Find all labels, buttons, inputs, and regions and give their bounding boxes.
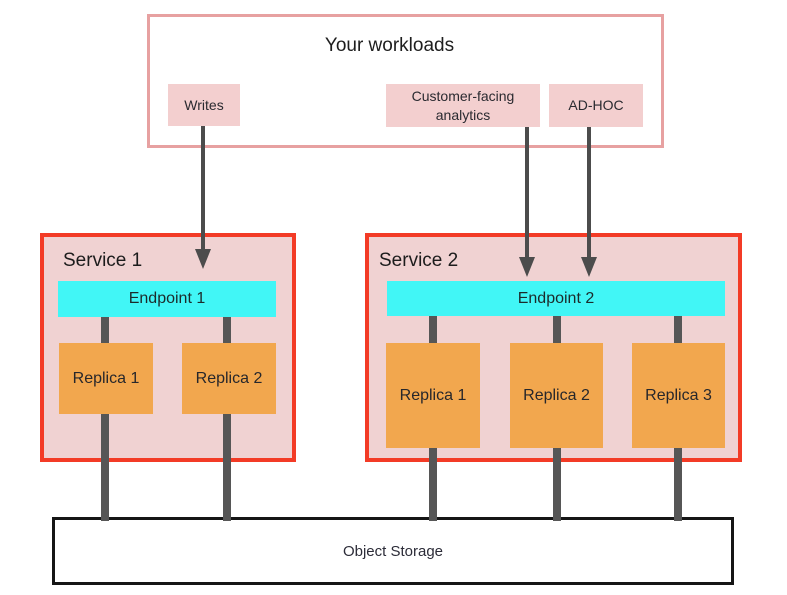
- endpoint-2-bar: Endpoint 2: [387, 281, 725, 316]
- object-storage-box: Object Storage: [52, 517, 734, 585]
- endpoint-1-label: Endpoint 1: [128, 290, 206, 307]
- service-2-replica-3-box: Replica 3: [632, 343, 725, 448]
- workload-ad-hoc: AD-HOC: [549, 84, 643, 127]
- arrow-down-icon: [195, 249, 211, 269]
- workload-ad-hoc-label: AD-HOC: [568, 97, 624, 114]
- service-2-label: Service 2: [379, 250, 459, 271]
- service-2-replica-1-label: Replica 1: [399, 386, 467, 404]
- workload-writes: Writes: [168, 84, 240, 126]
- arrow-analytics-to-endpoint-2-line: [525, 127, 529, 257]
- arrow-adhoc-to-endpoint-2-line: [587, 127, 591, 257]
- service-1-replica-2-box: Replica 2: [182, 343, 276, 414]
- arrow-down-icon: [581, 257, 597, 277]
- service-2-replica-2-label: Replica 2: [523, 386, 590, 404]
- object-storage-label: Object Storage: [342, 542, 444, 560]
- connector-service-1-replica-2: [223, 317, 231, 521]
- service-1-label: Service 1: [63, 250, 143, 271]
- arrow-writes-to-endpoint-1-line: [201, 126, 205, 249]
- service-1-replica-1-box: Replica 1: [59, 343, 153, 414]
- arrow-down-icon: [519, 257, 535, 277]
- service-1-replica-1-label: Replica 1: [72, 369, 140, 387]
- workload-customer-facing-analytics-label: Customer-facing analytics: [411, 88, 515, 123]
- service-2-replica-3-label: Replica 3: [645, 386, 712, 404]
- endpoint-1-bar: Endpoint 1: [58, 281, 276, 317]
- your-workloads-title: Your workloads: [324, 35, 455, 56]
- service-2-replica-2-box: Replica 2: [510, 343, 603, 448]
- workload-customer-facing-analytics: Customer-facing analytics: [386, 84, 540, 127]
- service-2-replica-1-box: Replica 1: [386, 343, 480, 448]
- connector-service-1-replica-1: [101, 317, 109, 521]
- endpoint-2-label: Endpoint 2: [517, 289, 595, 307]
- workload-writes-label: Writes: [184, 96, 224, 113]
- service-1-replica-2-label: Replica 2: [195, 369, 263, 387]
